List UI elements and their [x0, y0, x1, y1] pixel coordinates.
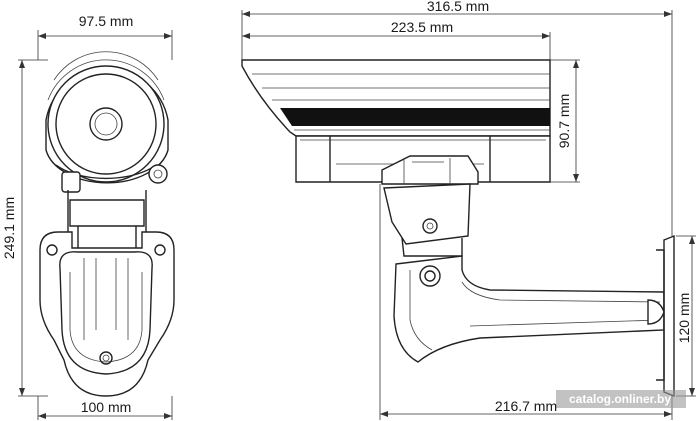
front-view	[18, 30, 175, 420]
dim-side-housing-length: 223.5 mm	[391, 19, 453, 35]
dim-front-height: 249.1 mm	[1, 197, 17, 259]
dim-side-housing-height: 90.7 mm	[556, 94, 572, 148]
dim-side-bracket-length: 216.7 mm	[495, 398, 557, 414]
dim-side-mount-height: 120 mm	[676, 293, 692, 344]
dim-front-width-bottom: 100 mm	[81, 399, 132, 415]
watermark-background	[556, 390, 686, 408]
side-view	[241, 10, 696, 420]
dim-front-width-top: 97.5 mm	[79, 13, 133, 29]
watermark-text: catalog.onliner.by	[569, 392, 671, 406]
dim-side-total-length: 316.5 mm	[427, 0, 489, 14]
